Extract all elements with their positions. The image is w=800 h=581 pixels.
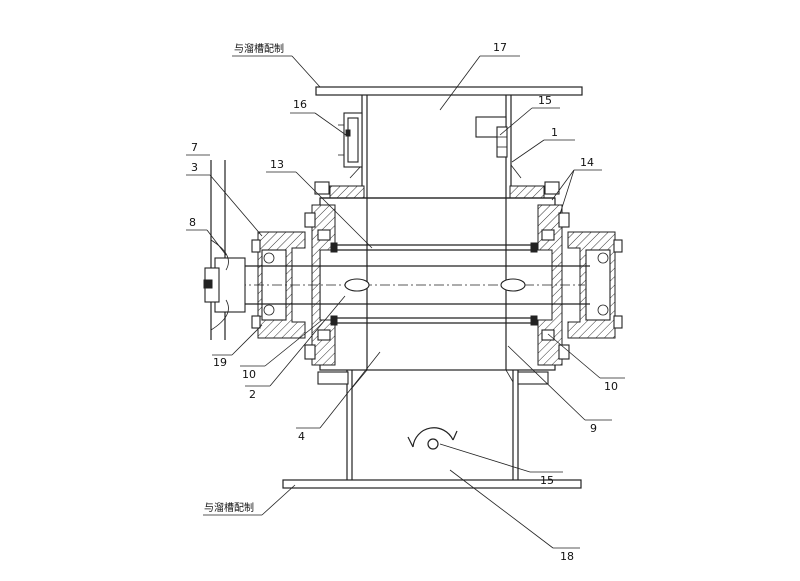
label-2: 2	[249, 388, 256, 401]
right-end-cover	[537, 204, 570, 366]
right-bearing-housing	[567, 231, 623, 339]
label-15-upper: 15	[538, 94, 552, 107]
upper-inlet-housing	[349, 95, 522, 198]
label-10-right: 10	[604, 380, 618, 393]
lower-outlet-housing	[317, 369, 549, 480]
note-top: 与溜槽配制	[234, 42, 284, 55]
label-1: 1	[551, 126, 558, 139]
leader-lines	[186, 55, 625, 549]
top-flange-plate	[315, 86, 583, 96]
label-9: 9	[590, 422, 597, 435]
rotor-tie-rods	[330, 242, 538, 326]
part-15-lower	[407, 427, 458, 450]
label-19: 19	[213, 356, 227, 369]
label-17: 17	[493, 41, 507, 54]
upper-body-flange	[314, 181, 560, 199]
left-end-cover	[304, 204, 336, 366]
label-13: 13	[270, 158, 284, 171]
label-14: 14	[580, 156, 594, 169]
drive-sprocket	[203, 160, 246, 340]
label-15-lower: 15	[540, 474, 554, 487]
label-4: 4	[298, 430, 305, 443]
part-15-upper	[475, 116, 508, 158]
rotor-shaft	[226, 265, 590, 305]
rotor-slots	[344, 278, 526, 292]
label-7: 7	[191, 141, 198, 154]
label-3: 3	[191, 161, 198, 174]
bottom-flange-plate	[282, 479, 582, 489]
note-bottom: 与溜槽配制	[204, 501, 254, 514]
label-10-left: 10	[242, 368, 256, 381]
label-18: 18	[560, 550, 574, 563]
label-16: 16	[293, 98, 307, 111]
label-8: 8	[189, 216, 196, 229]
inspection-door-16	[338, 112, 363, 168]
